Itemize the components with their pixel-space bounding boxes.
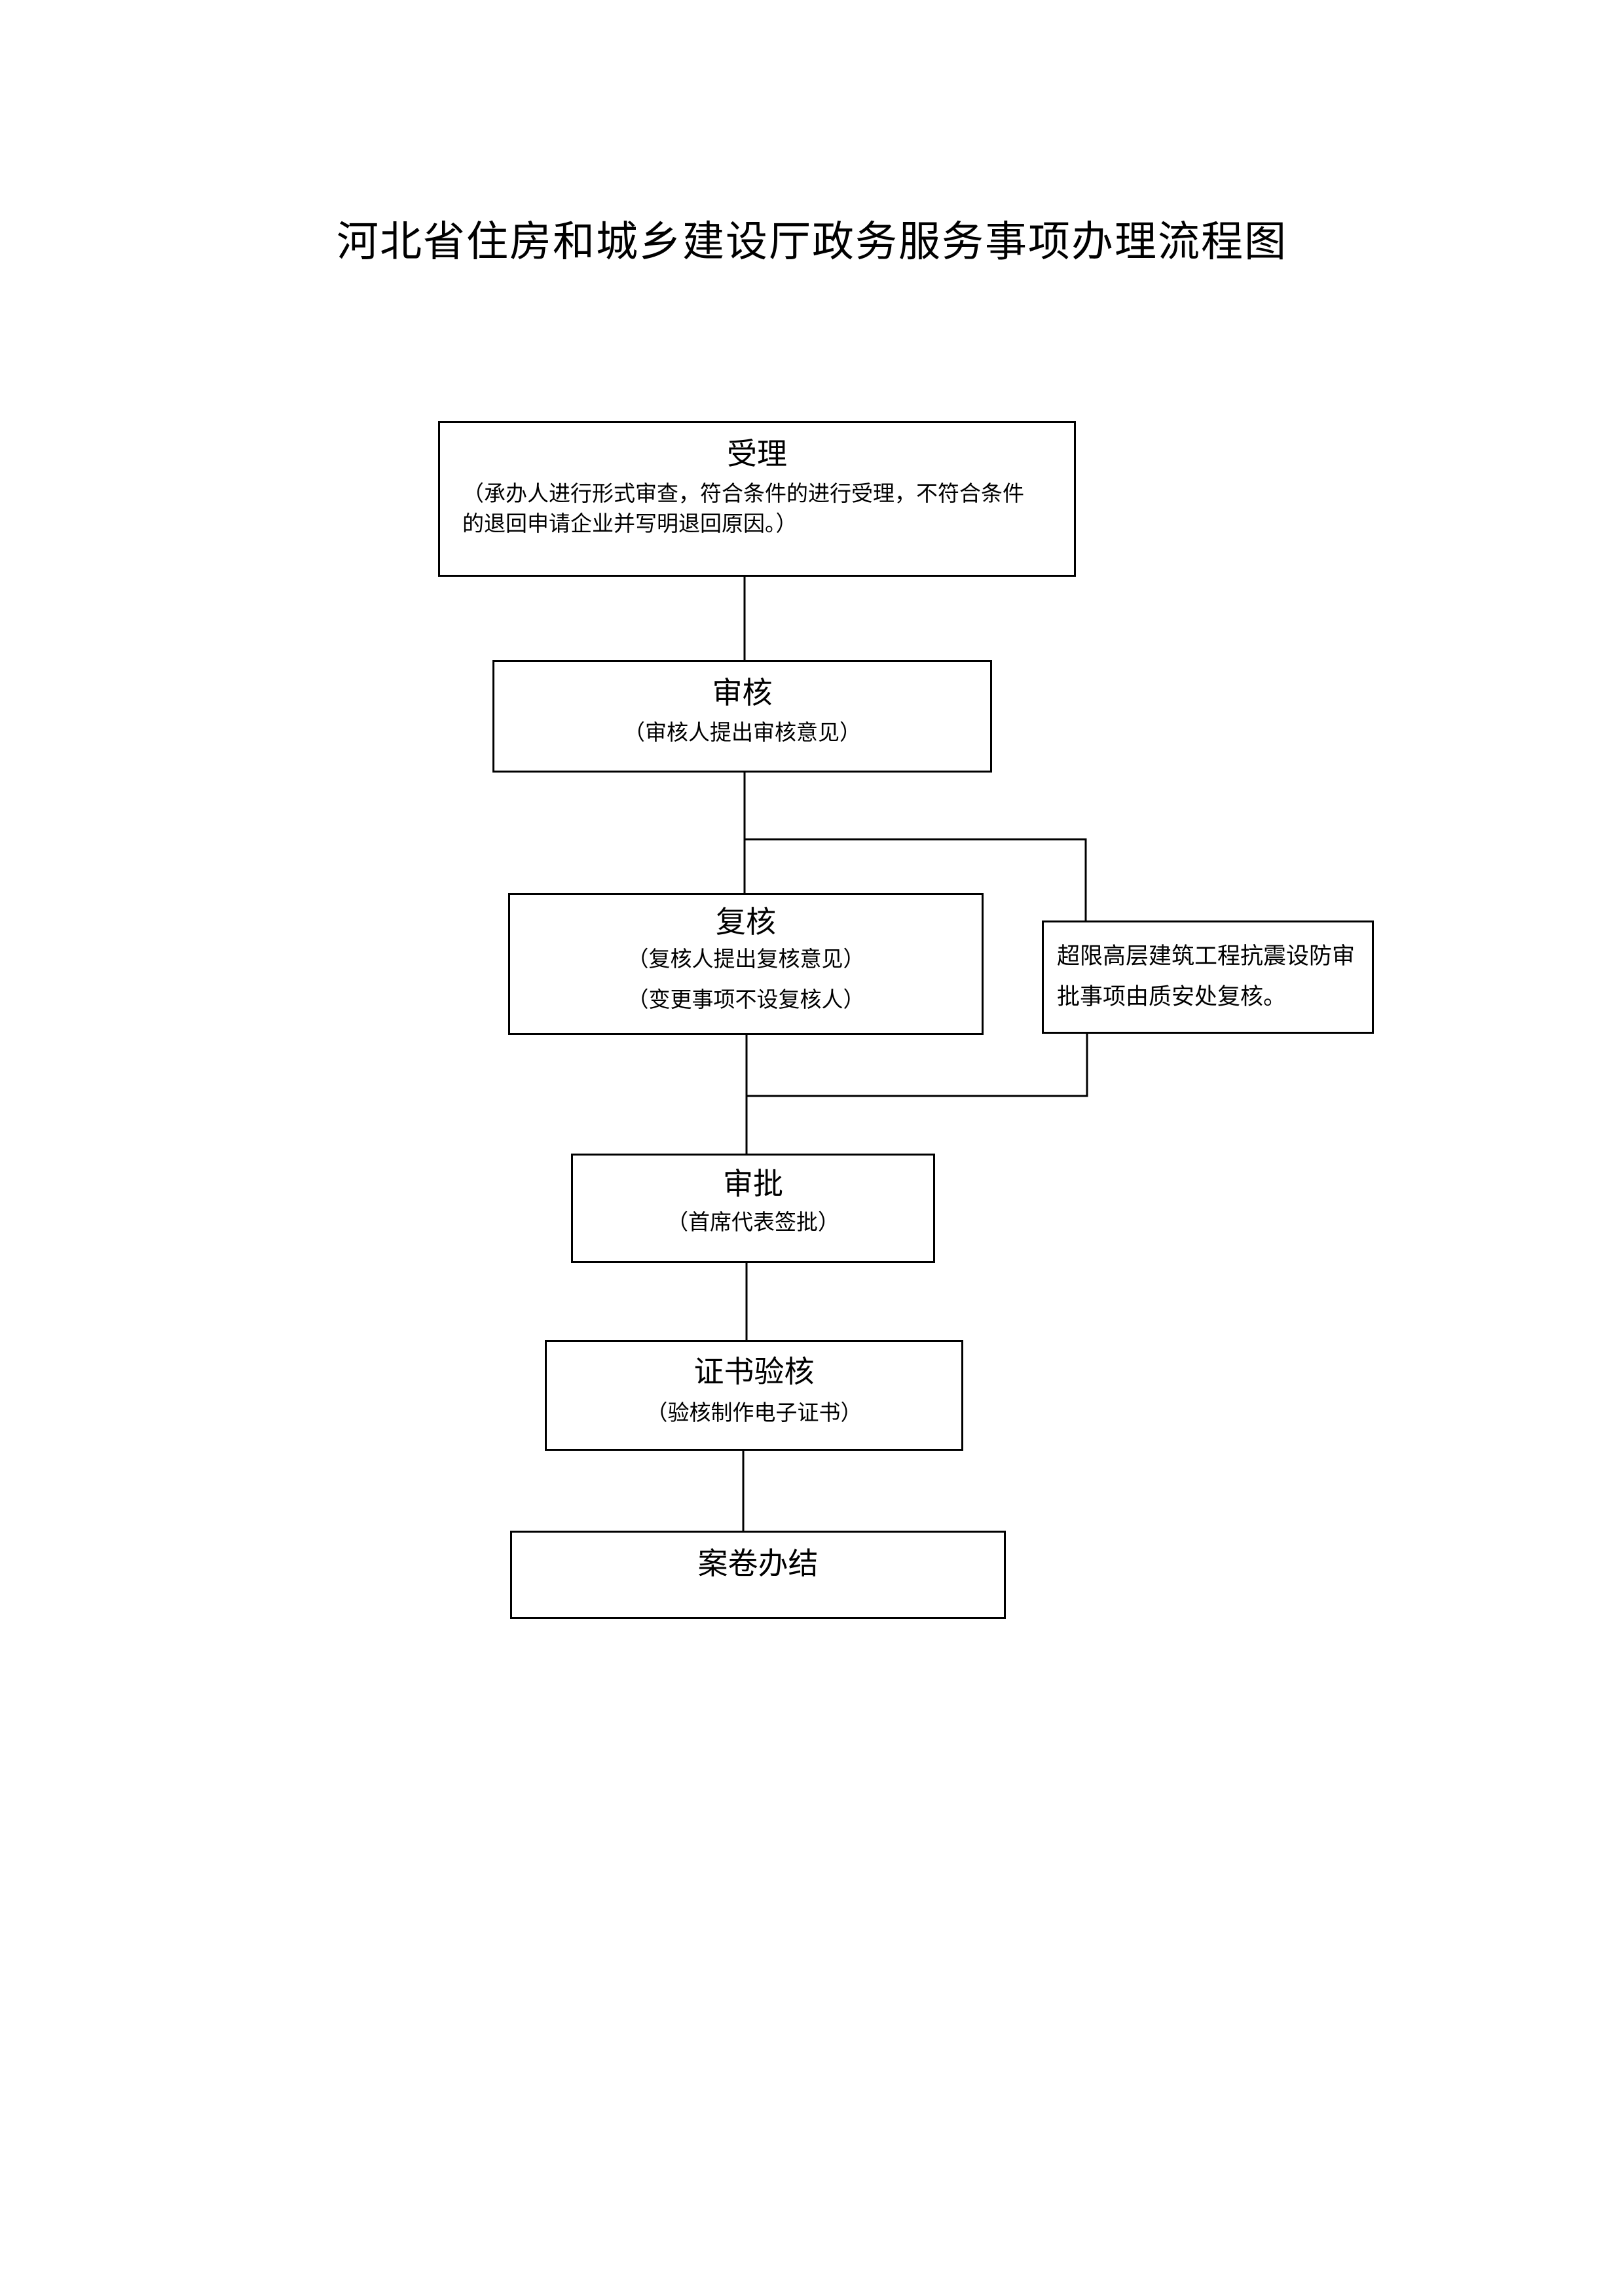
step-approve-note: （首席代表签批） bbox=[667, 1209, 840, 1235]
step-accept-note: （承办人进行形式审查，符合条件的进行受理，不符合条件的退回申请企业并写明退回原因… bbox=[462, 481, 1024, 537]
connector-merge-to-approve bbox=[745, 1033, 1088, 1097]
step-certificate-title: 证书验核 bbox=[693, 1354, 815, 1389]
step-recheck-title: 复核 bbox=[716, 904, 776, 939]
step-accept: 受理 （承办人进行形式审查，符合条件的进行受理，不符合条件的退回申请企业并写明退… bbox=[438, 421, 1076, 577]
step-approve: 审批 （首席代表签批） bbox=[571, 1154, 935, 1263]
side-branch-note: 超限高层建筑工程抗震设防审批事项由质安处复核。 bbox=[1042, 920, 1374, 1034]
step-certificate: 证书验核 （验核制作电子证书） bbox=[545, 1340, 963, 1451]
step-close-title: 案卷办结 bbox=[697, 1546, 819, 1581]
step-accept-title: 受理 bbox=[727, 436, 787, 471]
step-recheck-note: （复核人提出复核意见） bbox=[627, 946, 865, 972]
page-title: 河北省住房和城乡建设厅政务服务事项办理流程图 bbox=[337, 218, 1287, 266]
step-approve-title: 审批 bbox=[723, 1166, 783, 1201]
step-recheck-note-2: （变更事项不设复核人） bbox=[627, 987, 865, 1013]
step-recheck: 复核 （复核人提出复核意见） （变更事项不设复核人） bbox=[508, 893, 984, 1035]
step-review-title: 审核 bbox=[712, 675, 773, 710]
step-certificate-note: （验核制作电子证书） bbox=[646, 1400, 862, 1426]
step-close: 案卷办结 bbox=[510, 1531, 1006, 1619]
side-branch-text: 超限高层建筑工程抗震设防审批事项由质安处复核。 bbox=[1057, 943, 1356, 1010]
step-review: 审核 （审核人提出审核意见） bbox=[492, 660, 992, 773]
step-review-note: （审核人提出审核意见） bbox=[623, 720, 861, 746]
connector-review-recheck-branch bbox=[743, 773, 1087, 922]
